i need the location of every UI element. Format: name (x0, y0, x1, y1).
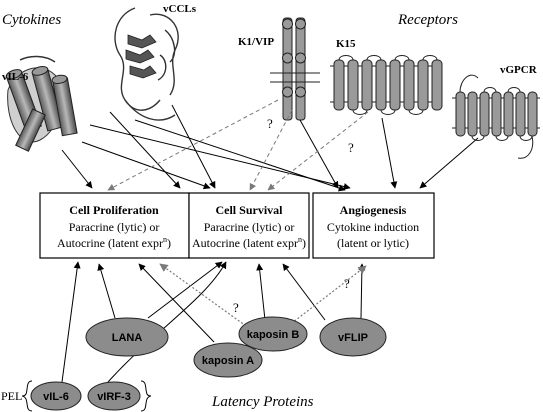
proliferation-line2: Autocrine (latent exprn) (57, 235, 171, 250)
arrow-vil6-survival (81, 141, 211, 190)
question-mark-k15: ? (348, 140, 354, 155)
vil6-latent-node: vIL-6 (30, 381, 82, 411)
cytokine-arrows (61, 104, 479, 192)
arrow-vil6-proliferation (61, 149, 93, 189)
arrow-vccls-angiogenesis (134, 119, 346, 192)
dashed-arrow-k15-survival (267, 111, 369, 191)
arrow-lana-survival (147, 261, 223, 319)
angiogenesis-box: Angiogenesis Cytokine induction (latent … (312, 192, 435, 259)
vccls-structure-icon (114, 7, 179, 121)
arrow-vflip-survival (282, 263, 326, 321)
arrow-vccls-survival (171, 104, 216, 189)
k1vip-receptor-icon (282, 17, 306, 121)
vccls-label: vCCLs (163, 3, 197, 15)
question-mark-vflip: ? (344, 276, 350, 291)
pel-label: PEL (1, 389, 22, 403)
vil6-latent-label: vIL-6 (43, 391, 69, 403)
arrow-kaposinB-survival (256, 263, 266, 321)
vflip-label: vFLIP (338, 332, 368, 344)
kaposin-a-label: kaposin A (202, 355, 254, 367)
arrow-lana-proliferation (97, 263, 116, 319)
k15-receptor-icon (330, 55, 443, 115)
angiogenesis-line2: (latent or lytic) (337, 236, 409, 250)
survival-title: Cell Survival (215, 203, 283, 217)
dashed-arrow-k1vip-survival (249, 109, 293, 191)
angiogenesis-title: Angiogenesis (340, 203, 407, 217)
arrow-k1vip-angiogenesis (299, 119, 339, 189)
proliferation-title: Cell Proliferation (69, 203, 159, 217)
latency-proteins-label: Latency Proteins (211, 394, 314, 410)
arrow-vil6-latent-proliferation (61, 261, 81, 383)
pel-brace-right (140, 380, 152, 412)
vflip-node: vFLIP (319, 317, 387, 357)
kaposin-b-node: kaposin B (238, 316, 308, 352)
arrow-vflip-angiogenesis (358, 263, 366, 319)
vccls-beta-sheet-icon (125, 34, 157, 79)
question-mark-k1vip: ? (267, 116, 273, 131)
dotted-arrow-kaposinB-proliferation (159, 263, 247, 327)
vgpcr-receptor-icon (452, 74, 540, 159)
receptor-dashed-arrows (107, 99, 369, 191)
dotted-arrow-kaposinB-angiogenesis (287, 265, 367, 327)
k1vip-label: K1/VIP (238, 36, 274, 48)
latency-arrows (61, 261, 366, 383)
arrow-kaposinA-proliferation (138, 263, 215, 343)
k15-label: K15 (336, 38, 356, 50)
cytokines-label: Cytokines (2, 12, 61, 28)
cell-survival-box: Cell Survival Paracrine (lytic) or Autoc… (188, 192, 310, 259)
virf3-node: vIRF-3 (87, 381, 141, 411)
vil6-top-label: vIL-6 (2, 71, 29, 83)
arrow-vil6-survival-2 (109, 111, 181, 189)
kaposin-b-label: kaposin B (247, 329, 300, 341)
proliferation-line1: Paracrine (lytic) or (69, 220, 160, 234)
receptors-label: Receptors (397, 12, 458, 28)
angiogenesis-line1: Cytokine induction (327, 220, 419, 234)
question-mark-kaposinB: ? (233, 300, 239, 315)
survival-line1: Paracrine (lytic) or (204, 220, 295, 234)
kaposin-a-node: kaposin A (193, 342, 263, 378)
virf3-label: vIRF-3 (97, 391, 131, 403)
lana-label: LANA (112, 332, 143, 344)
survival-line2: Autocrine (latent exprn) (192, 235, 306, 250)
latency-dotted-arrows (159, 263, 367, 327)
vil6-structure-icon (5, 55, 78, 152)
arrow-virf3-survival (107, 261, 227, 383)
pel-brace (21, 380, 33, 412)
cell-proliferation-box: Cell Proliferation Paracrine (lytic) or … (39, 192, 190, 259)
vgpcr-label: vGPCR (500, 64, 538, 76)
lana-node: LANA (85, 317, 169, 357)
arrow-k15-angiogenesis (381, 117, 398, 189)
arrow-vgpcr-angiogenesis (419, 137, 479, 189)
